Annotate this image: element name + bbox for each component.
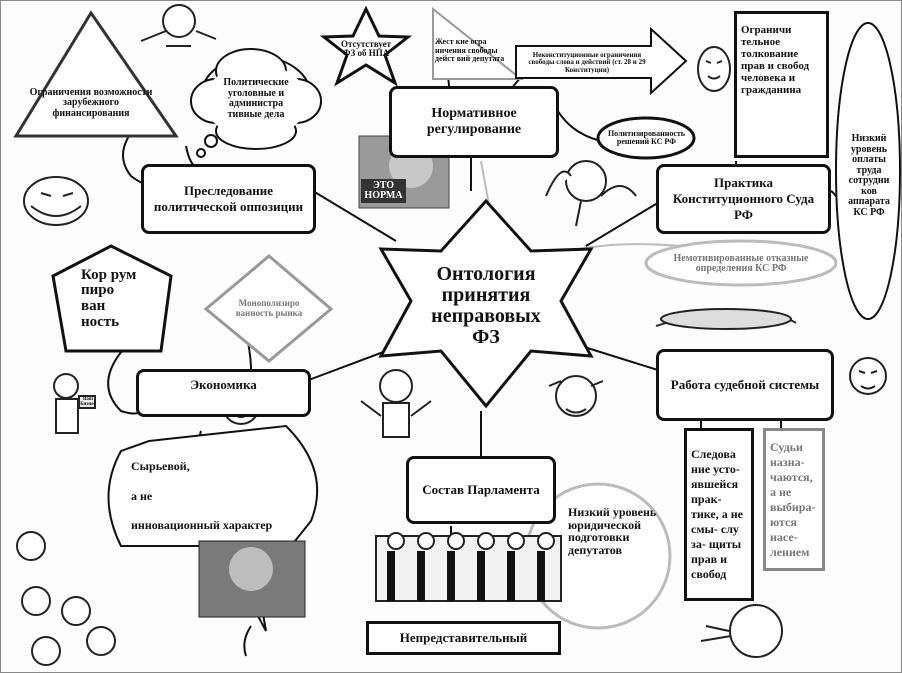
box-restrictive: Ограничи тельное толкование прав и свобо… bbox=[734, 11, 829, 158]
label-raw-line3: инновационный характер bbox=[131, 518, 273, 532]
box-judiciary: Работа судебной системы bbox=[656, 349, 834, 421]
connector-judiciary bbox=[580, 345, 662, 372]
box-precedent: Следова ние усто- явшейся прак- тике, а … bbox=[684, 428, 754, 601]
arrow-unconstitutional bbox=[515, 26, 688, 96]
label-unconstitutional: Неконституционные ограничения свободы сл… bbox=[528, 50, 646, 74]
triangle-deputy bbox=[432, 6, 524, 80]
label-politicized: Политизированность решений КС РФ bbox=[607, 128, 686, 146]
center-title: Онтология принятия неправовых ФЗ bbox=[431, 263, 541, 348]
label-political-cases: Политические уголовные и администра тивн… bbox=[223, 77, 289, 120]
meme-figure-confused bbox=[545, 160, 637, 227]
ellipse-low-pay bbox=[835, 22, 901, 320]
label-low-legal: Низкий уровень юридической подготовки де… bbox=[568, 505, 657, 557]
connector-practice bbox=[585, 200, 662, 247]
meme-face-right-mid bbox=[849, 357, 887, 395]
cloud-political-cases bbox=[190, 48, 322, 158]
meme-crowd bbox=[375, 532, 562, 602]
meme-trollface bbox=[23, 176, 89, 226]
box-normative: Нормативное регулирование bbox=[389, 86, 559, 158]
connector-opposition bbox=[312, 190, 397, 242]
box-practice-ks: Практика Конституционного Суда РФ bbox=[656, 164, 831, 234]
diamond-monopoly bbox=[203, 254, 334, 363]
ellipse-politicized bbox=[596, 116, 696, 160]
box-unrepresentative: Непредставительный bbox=[366, 621, 561, 655]
box-economy: Экономика bbox=[136, 369, 311, 417]
label-deputy-freedom: Жест кие огра ничения свободы дейст вий … bbox=[435, 37, 505, 64]
connector-economy bbox=[305, 350, 387, 382]
meme-faces-bottomleft bbox=[16, 531, 116, 666]
ellipse-unmotivated bbox=[644, 239, 838, 287]
box-opposition: Преследование политической оппозиции bbox=[141, 164, 316, 234]
label-norma: ЭТО НОРМА bbox=[361, 179, 406, 203]
label-unmotivated: Немотивированные отказные определения КС… bbox=[673, 252, 809, 274]
label-raw-line2: а не bbox=[131, 489, 153, 503]
photo-crying-boy-face bbox=[229, 547, 273, 591]
label-low-pay: Низкий уровень оплаты труда сотрудни ков… bbox=[848, 133, 890, 218]
meme-man-celebrate bbox=[360, 369, 432, 438]
box-parliament: Состав Парламента bbox=[406, 456, 556, 524]
star-npa bbox=[319, 5, 413, 87]
label-funding: Ограничения возможности зарубежного фина… bbox=[29, 86, 153, 119]
meme-face-topleft bbox=[140, 4, 217, 47]
label-raw-line1: Сырьевой, bbox=[131, 459, 190, 473]
meme-man-book bbox=[53, 373, 96, 434]
label-book: Ваш Бизнес bbox=[80, 396, 96, 407]
label-monopoly: Монополизиро ванность рынка bbox=[235, 298, 303, 318]
meme-face-right-top bbox=[697, 46, 731, 92]
center-star bbox=[378, 198, 594, 409]
box-judges: Судьи назна- чаются, а не выбира- ются н… bbox=[763, 428, 825, 571]
meme-jackie bbox=[548, 375, 604, 417]
pentagon-corruption bbox=[51, 244, 173, 353]
label-no-npa: Отсутствует ФЗ об НПА bbox=[340, 38, 392, 58]
meme-spitting-face bbox=[700, 604, 783, 658]
triangle-funding bbox=[13, 10, 179, 138]
meme-lying-figure bbox=[655, 308, 797, 330]
label-corruption: Кор рум пиро ван ность bbox=[81, 266, 137, 330]
